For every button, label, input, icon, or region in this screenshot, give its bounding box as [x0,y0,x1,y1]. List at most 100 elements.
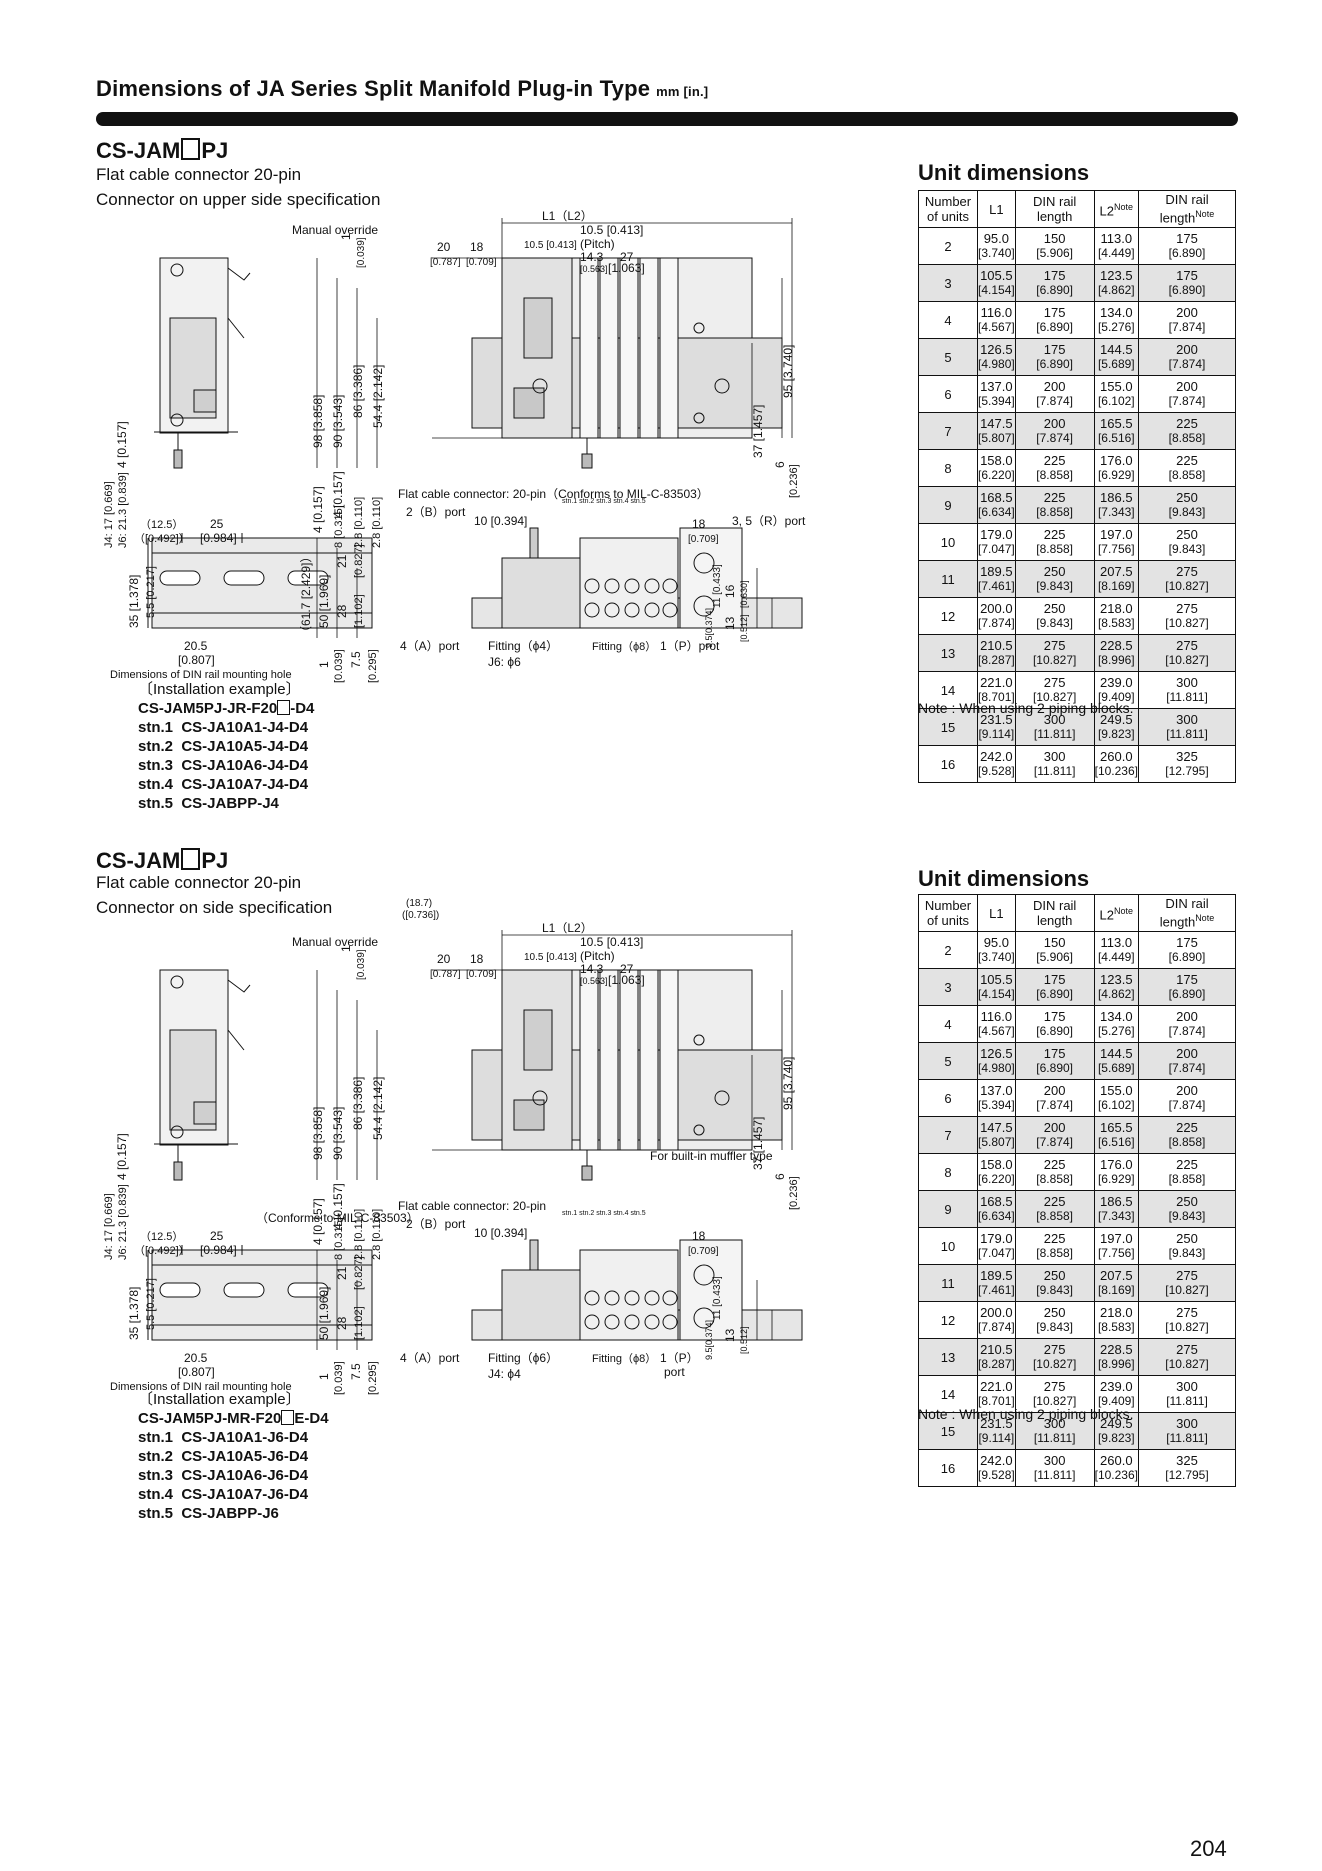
label-din-55: 5.5 [0.217] [145,1278,157,1330]
cell-value: 126.5 [980,1046,1013,1061]
cell-value: 10 [940,1238,956,1254]
cell-value: [4.980] [978,1061,1015,1075]
table-cell: 10 [918,523,978,561]
cell-value: 300 [1176,1416,1198,1431]
label-side-4: 4 [0.157] [115,1133,129,1180]
cell-value: 225 [1043,1194,1066,1209]
cell-value: [8.169] [1097,1283,1135,1297]
cell-value: 134.0 [1100,305,1133,320]
cell-value: 13 [940,1349,956,1365]
table-cell: 200[7.874] [1137,338,1237,376]
table-cell: 250[9.843] [1014,597,1095,635]
table-cell: 207.5[8.169] [1093,560,1139,598]
cell-value: 325 [1176,1453,1198,1468]
cell-value: 275 [1176,1268,1198,1283]
dimension-lines [316,930,793,1350]
cell-value: 175 [1176,935,1198,950]
table-cell: 275[10.827] [1137,1338,1237,1376]
cell-value: [9.843] [1168,1209,1206,1223]
table-cell: 225[8.858] [1014,1153,1095,1191]
header-din-rail-length-1: DIN rail length [1014,190,1095,228]
table-cell: 123.5[4.862] [1093,968,1139,1006]
cell-value: [7.874] [1036,1135,1073,1149]
table-cell: 197.0[7.756] [1093,523,1139,561]
cell-value: [7.874] [1168,394,1206,408]
table-cell: 179.0[7.047] [977,523,1016,561]
label-r13i: [0.512] [739,614,749,642]
table-cell: 155.0[6.102] [1093,375,1139,413]
top-view [471,257,783,469]
cell-value: 2 [944,238,952,254]
label-j4: J4: 17 [0.669] [103,481,115,548]
label-h95: 95 [3.740] [781,1057,795,1110]
table-cell: 207.5[8.169] [1093,1264,1139,1302]
table-cell: 200[7.874] [1137,375,1237,413]
table-cell: 225[8.858] [1014,1227,1095,1265]
installation-label: 〔Installation example〕 [138,681,301,698]
cell-value: [6.516] [1097,1135,1135,1149]
header-l1: L1 [977,190,1016,228]
cell-value: [9.528] [978,764,1015,778]
cell-value: [11.811] [1166,690,1208,704]
cell-value: 14 [940,682,956,698]
label-h6i: [0.236] [788,1176,800,1210]
installation-station-4: stn.4 CS-JA10A7-J4-D4 [138,776,309,793]
label-v50: 50 [1.969] [317,1287,331,1340]
table-cell: 175[6.890] [1014,1005,1095,1043]
installation-model-post: -D4 [290,700,315,717]
table-cell: 175[6.890] [1137,227,1237,265]
table-cell: 113.0[4.449] [1093,227,1139,265]
cell-value: [10.236] [1094,764,1138,778]
cell-value: 186.5 [1100,490,1133,505]
cell-value: [10.827] [1032,653,1077,667]
cell-value: 210.5 [980,1342,1013,1357]
table-cell: 16 [918,745,978,783]
table-cell: 144.5[5.689] [1093,1042,1139,1080]
subtitle-line-1: Flat cable connector 20-pin [96,165,302,184]
table-cell: 15 [918,1412,978,1450]
cell-value: [8.287] [978,1357,1015,1371]
cell-value: 250 [1043,564,1066,579]
cell-value: 225 [1176,416,1198,431]
table-cell: 165.5[6.516] [1093,412,1139,450]
table-cell: 228.5[8.996] [1093,1338,1139,1376]
cell-value: 144.5 [1100,342,1133,357]
cell-value: [4.449] [1097,950,1135,964]
subtitle-line-2: Connector on upper side specification [96,190,381,209]
cell-value: 300 [1043,749,1066,764]
table-cell: 250[9.843] [1014,1264,1095,1302]
cell-value: 218.0 [1100,1305,1133,1320]
cell-value: 260.0 [1100,749,1133,764]
cell-value: 200 [1176,305,1198,320]
cell-value: [11.811] [1033,1431,1076,1445]
table-cell: 189.5[7.461] [977,1264,1016,1302]
cell-value: [9.409] [1097,1394,1135,1408]
cell-value: [7.874] [1168,1024,1206,1038]
cell-value: 250 [1176,490,1198,505]
table-cell: 186.5[7.343] [1093,486,1139,524]
installation-station-5: stn.5 CS-JABPP-J6 [138,1505,279,1522]
label-din-caption: Dimensions of DIN rail mounting hole [110,1381,292,1393]
cell-value: 300 [1176,712,1198,727]
label-d1i: [0.039] [356,949,367,980]
cell-value: 179.0 [980,1231,1013,1246]
table-cell: 12 [918,597,978,635]
label-d18b: 18 [692,1229,706,1243]
installation-model-post: E-D4 [294,1410,329,1427]
label-port-p2: port [664,1365,685,1379]
unit-dimensions-title: Unit dimensions [918,866,1090,891]
label-din-25: 25 [210,517,224,531]
cell-value: [9.528] [978,1468,1015,1482]
installation-station-3: stn.3 CS-JA10A6-J6-D4 [138,1467,309,1484]
label-pitch-b: 10.5 [0.413] [524,952,577,963]
table-cell: 250[9.843] [1137,486,1237,524]
label-flat-cable: Flat cable connector: 20-pin [398,1199,546,1213]
